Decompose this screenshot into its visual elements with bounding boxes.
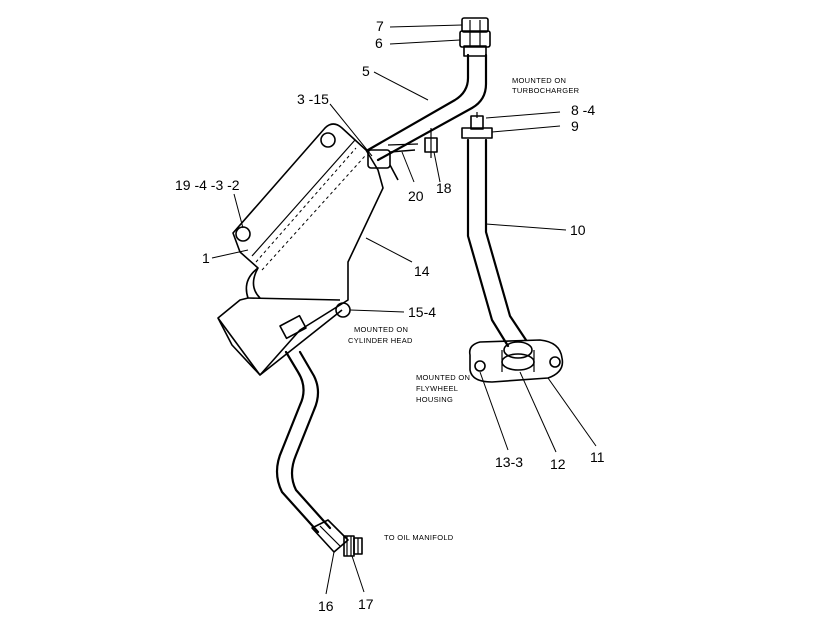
- callout-14: 14: [414, 263, 430, 279]
- callout-20: 20: [408, 188, 424, 204]
- tube-top-flange: [461, 112, 493, 139]
- elbow-fitting-16: [311, 519, 349, 553]
- callout-16: 16: [318, 598, 334, 614]
- callout-8-4: 8 -4: [571, 102, 595, 118]
- note-flywheel-line3: HOUSING: [416, 395, 453, 404]
- callout-18: 18: [436, 180, 452, 196]
- leader-lines: [211, 24, 597, 595]
- pipe-end-fitting: [459, 17, 491, 57]
- callout-9: 9: [571, 118, 579, 134]
- mounting-bolt-hole-upper: [235, 226, 251, 242]
- callout-6: 6: [375, 35, 383, 51]
- callout-10: 10: [570, 222, 586, 238]
- pipe-clip-bracket: [367, 128, 438, 181]
- note-turbocharger-line2: TURBOCHARGER: [512, 86, 580, 95]
- upper-oil-pipe: [366, 53, 488, 162]
- note-cylinder-head-line2: CYLINDER HEAD: [348, 336, 413, 345]
- note-flywheel-line2: FLYWHEEL: [416, 384, 458, 393]
- callout-11: 11: [590, 449, 605, 465]
- callout-19-4-3-2: 19 -4 -3 -2: [175, 177, 240, 193]
- mounting-bolt-15-4: [335, 302, 351, 318]
- callout-15-4: 15-4: [408, 304, 436, 320]
- note-cylinder-head-line1: MOUNTED ON: [354, 325, 408, 334]
- callout-12: 12: [550, 456, 566, 472]
- note-turbocharger-line1: MOUNTED ON: [512, 76, 566, 85]
- callout-17: 17: [358, 596, 374, 612]
- flange-bolt-hole-left: [474, 360, 486, 372]
- callout-3-15: 3 -15: [297, 91, 329, 107]
- mounting-bolt-hole-top: [320, 132, 336, 148]
- mounting-flange-plate: [468, 339, 564, 383]
- callout-13-3: 13-3: [495, 454, 523, 470]
- lower-oil-pipe: [275, 350, 332, 534]
- callout-7: 7: [376, 18, 384, 34]
- drain-tube: [466, 138, 528, 348]
- connector-fitting-17: [343, 535, 363, 557]
- callout-1: 1: [202, 250, 210, 266]
- callout-5: 5: [362, 63, 370, 79]
- note-flywheel-line1: MOUNTED ON: [416, 373, 470, 382]
- flange-bolt-hole-right: [549, 356, 561, 368]
- note-oil-manifold: TO OIL MANIFOLD: [384, 533, 454, 542]
